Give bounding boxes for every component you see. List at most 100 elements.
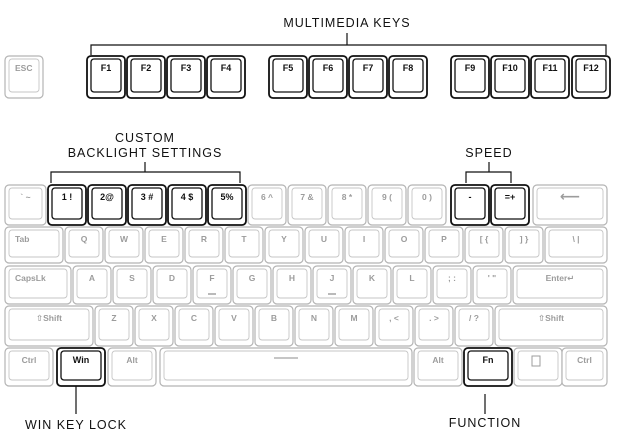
key-period[interactable]: . > bbox=[414, 305, 454, 347]
key-m-label: M bbox=[350, 313, 357, 323]
key-v[interactable]: V bbox=[214, 305, 254, 347]
key-f3[interactable]: F3 bbox=[166, 55, 206, 99]
key-tilde-cap bbox=[8, 187, 43, 220]
key-v-label: V bbox=[231, 313, 237, 323]
key-f4-label: F4 bbox=[221, 63, 232, 73]
key-g[interactable]: G bbox=[232, 265, 272, 305]
key-n9[interactable]: 9 ( bbox=[367, 184, 407, 226]
key-z[interactable]: Z bbox=[94, 305, 134, 347]
key-f7[interactable]: F7 bbox=[348, 55, 388, 99]
key-win[interactable]: Win bbox=[56, 347, 106, 387]
key-f12[interactable]: F12 bbox=[571, 55, 611, 99]
key-u[interactable]: U bbox=[304, 226, 344, 264]
key-lshift[interactable]: ⇧Shift bbox=[4, 305, 94, 347]
key-equals-cap bbox=[494, 187, 526, 220]
key-f1-label: F1 bbox=[101, 63, 112, 73]
key-capslock-label: CapsLk bbox=[15, 273, 46, 283]
key-h[interactable]: H bbox=[272, 265, 312, 305]
key-f8[interactable]: F8 bbox=[388, 55, 428, 99]
backlight-settings-label: BACKLIGHT SETTINGS bbox=[68, 146, 223, 160]
key-n3[interactable]: 3 # bbox=[127, 184, 167, 226]
key-tab-cap bbox=[8, 229, 60, 258]
key-d[interactable]: D bbox=[152, 265, 192, 305]
key-f11-cap bbox=[534, 58, 566, 93]
key-n8[interactable]: 8 * bbox=[327, 184, 367, 226]
key-t-label: T bbox=[241, 234, 247, 244]
key-n7[interactable]: 7 & bbox=[287, 184, 327, 226]
key-n0[interactable]: 0 ) bbox=[407, 184, 447, 226]
key-backspace[interactable]: ⟵ bbox=[532, 184, 608, 226]
key-a-label: A bbox=[89, 273, 95, 283]
key-lbracket[interactable]: [ { bbox=[464, 226, 504, 264]
key-n4[interactable]: 4 $ bbox=[167, 184, 207, 226]
key-n1[interactable]: 1 ! bbox=[47, 184, 87, 226]
key-i[interactable]: I bbox=[344, 226, 384, 264]
key-lalt[interactable]: Alt bbox=[107, 347, 157, 387]
key-tab[interactable]: Tab bbox=[4, 226, 64, 264]
key-semicolon[interactable]: ; : bbox=[432, 265, 472, 305]
key-tilde[interactable]: ` ~ bbox=[4, 184, 47, 226]
key-n6[interactable]: 6 ^ bbox=[247, 184, 287, 226]
key-quote[interactable]: ' " bbox=[472, 265, 512, 305]
key-f9[interactable]: F9 bbox=[450, 55, 490, 99]
key-l[interactable]: L bbox=[392, 265, 432, 305]
key-r[interactable]: R bbox=[184, 226, 224, 264]
key-minus[interactable]: - bbox=[450, 184, 490, 226]
key-f1[interactable]: F1 bbox=[86, 55, 126, 99]
key-n-cap bbox=[298, 308, 330, 341]
key-a[interactable]: A bbox=[72, 265, 112, 305]
key-capslock[interactable]: CapsLk bbox=[4, 265, 72, 305]
key-w-cap bbox=[108, 229, 140, 258]
key-comma-cap bbox=[378, 308, 410, 341]
key-ralt[interactable]: Alt bbox=[413, 347, 463, 387]
key-w[interactable]: W bbox=[104, 226, 144, 264]
key-equals[interactable]: =+ bbox=[490, 184, 530, 226]
key-space-cap bbox=[163, 350, 409, 381]
key-f4[interactable]: F4 bbox=[206, 55, 246, 99]
key-q[interactable]: Q bbox=[64, 226, 104, 264]
key-comma[interactable]: , < bbox=[374, 305, 414, 347]
key-k[interactable]: K bbox=[352, 265, 392, 305]
key-f2[interactable]: F2 bbox=[126, 55, 166, 99]
key-esc-label: ESC bbox=[15, 63, 32, 73]
key-m[interactable]: M bbox=[334, 305, 374, 347]
key-b-cap bbox=[258, 308, 290, 341]
key-lctrl[interactable]: Ctrl bbox=[4, 347, 54, 387]
key-t[interactable]: T bbox=[224, 226, 264, 264]
key-fn[interactable]: Fn bbox=[463, 347, 513, 387]
key-y[interactable]: Y bbox=[264, 226, 304, 264]
key-j[interactable]: J bbox=[312, 265, 352, 305]
key-f6[interactable]: F6 bbox=[308, 55, 348, 99]
key-space[interactable] bbox=[159, 347, 413, 387]
key-backslash[interactable]: \ | bbox=[544, 226, 608, 264]
key-rbracket[interactable]: ] } bbox=[504, 226, 544, 264]
key-f11[interactable]: F11 bbox=[530, 55, 570, 99]
key-enter[interactable]: Enter↵ bbox=[512, 265, 608, 305]
key-rshift[interactable]: ⇧Shift bbox=[494, 305, 608, 347]
key-n6-label: 6 ^ bbox=[261, 192, 273, 202]
key-p[interactable]: P bbox=[424, 226, 464, 264]
key-fn-label: Fn bbox=[483, 355, 494, 365]
key-f-label: F bbox=[209, 273, 214, 283]
key-g-label: G bbox=[249, 273, 256, 283]
key-f10[interactable]: F10 bbox=[490, 55, 530, 99]
key-x[interactable]: X bbox=[134, 305, 174, 347]
key-f11-label: F11 bbox=[542, 63, 557, 73]
key-esc[interactable]: ESC bbox=[4, 55, 44, 99]
key-o[interactable]: O bbox=[384, 226, 424, 264]
key-e[interactable]: E bbox=[144, 226, 184, 264]
key-n[interactable]: N bbox=[294, 305, 334, 347]
key-quote-cap bbox=[476, 268, 508, 299]
key-n5[interactable]: 5% bbox=[207, 184, 247, 226]
key-c[interactable]: C bbox=[174, 305, 214, 347]
key-slash[interactable]: / ? bbox=[454, 305, 494, 347]
key-f[interactable]: F bbox=[192, 265, 232, 305]
key-f5[interactable]: F5 bbox=[268, 55, 308, 99]
key-menu[interactable] bbox=[513, 347, 563, 387]
key-n2[interactable]: 2@ bbox=[87, 184, 127, 226]
key-rctrl[interactable]: Ctrl bbox=[561, 347, 608, 387]
key-s[interactable]: S bbox=[112, 265, 152, 305]
key-b[interactable]: B bbox=[254, 305, 294, 347]
key-n2-label: 2@ bbox=[100, 192, 114, 202]
